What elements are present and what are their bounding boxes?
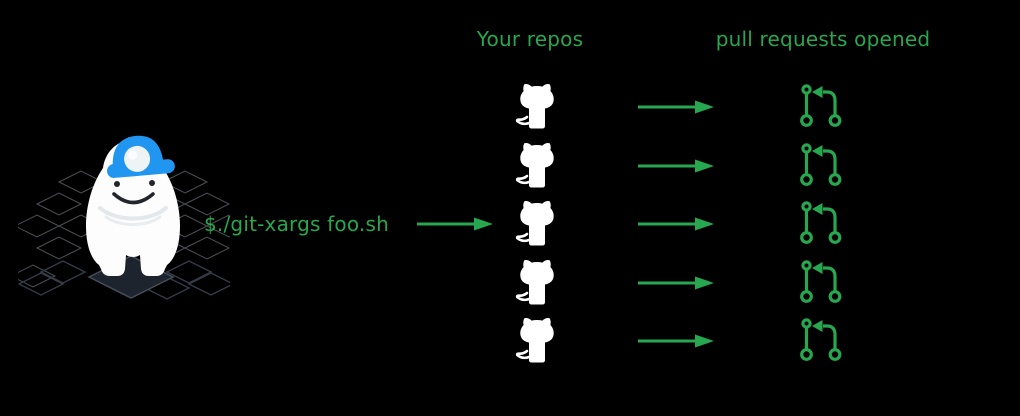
github-octocat-icon (514, 258, 560, 307)
right-arrow-icon (637, 158, 715, 173)
right-arrow-icon (637, 334, 715, 349)
yeti-face (112, 180, 155, 205)
github-octocat-icon (514, 317, 560, 365)
github-octocat-icon (514, 200, 560, 248)
repo-rows (0, 78, 1020, 371)
git-pull-request-icon (800, 84, 842, 131)
prs-column-title: pull requests opened (715, 27, 931, 51)
repo-flow-row (0, 312, 1020, 371)
repo-flow-row (0, 195, 1020, 254)
repo-flow-row (0, 254, 1020, 313)
command-label: $./git-xargs foo.sh (204, 212, 389, 236)
crossed-arms (98, 206, 168, 221)
git-pull-request-icon (800, 201, 842, 248)
right-arrow-icon (637, 275, 715, 290)
mascot-illustration (18, 135, 230, 300)
repo-flow-row (0, 137, 1020, 196)
git-pull-request-icon (800, 142, 842, 189)
repo-flow-row (0, 78, 1020, 137)
right-arrow-icon (637, 217, 715, 232)
mining-helmet (107, 135, 175, 178)
git-pull-request-icon (800, 318, 842, 365)
github-octocat-icon (514, 83, 560, 131)
github-octocat-icon (514, 141, 560, 190)
right-arrow-icon (637, 100, 715, 115)
repos-column-title: Your repos (476, 27, 584, 51)
git-pull-request-icon (800, 259, 842, 306)
